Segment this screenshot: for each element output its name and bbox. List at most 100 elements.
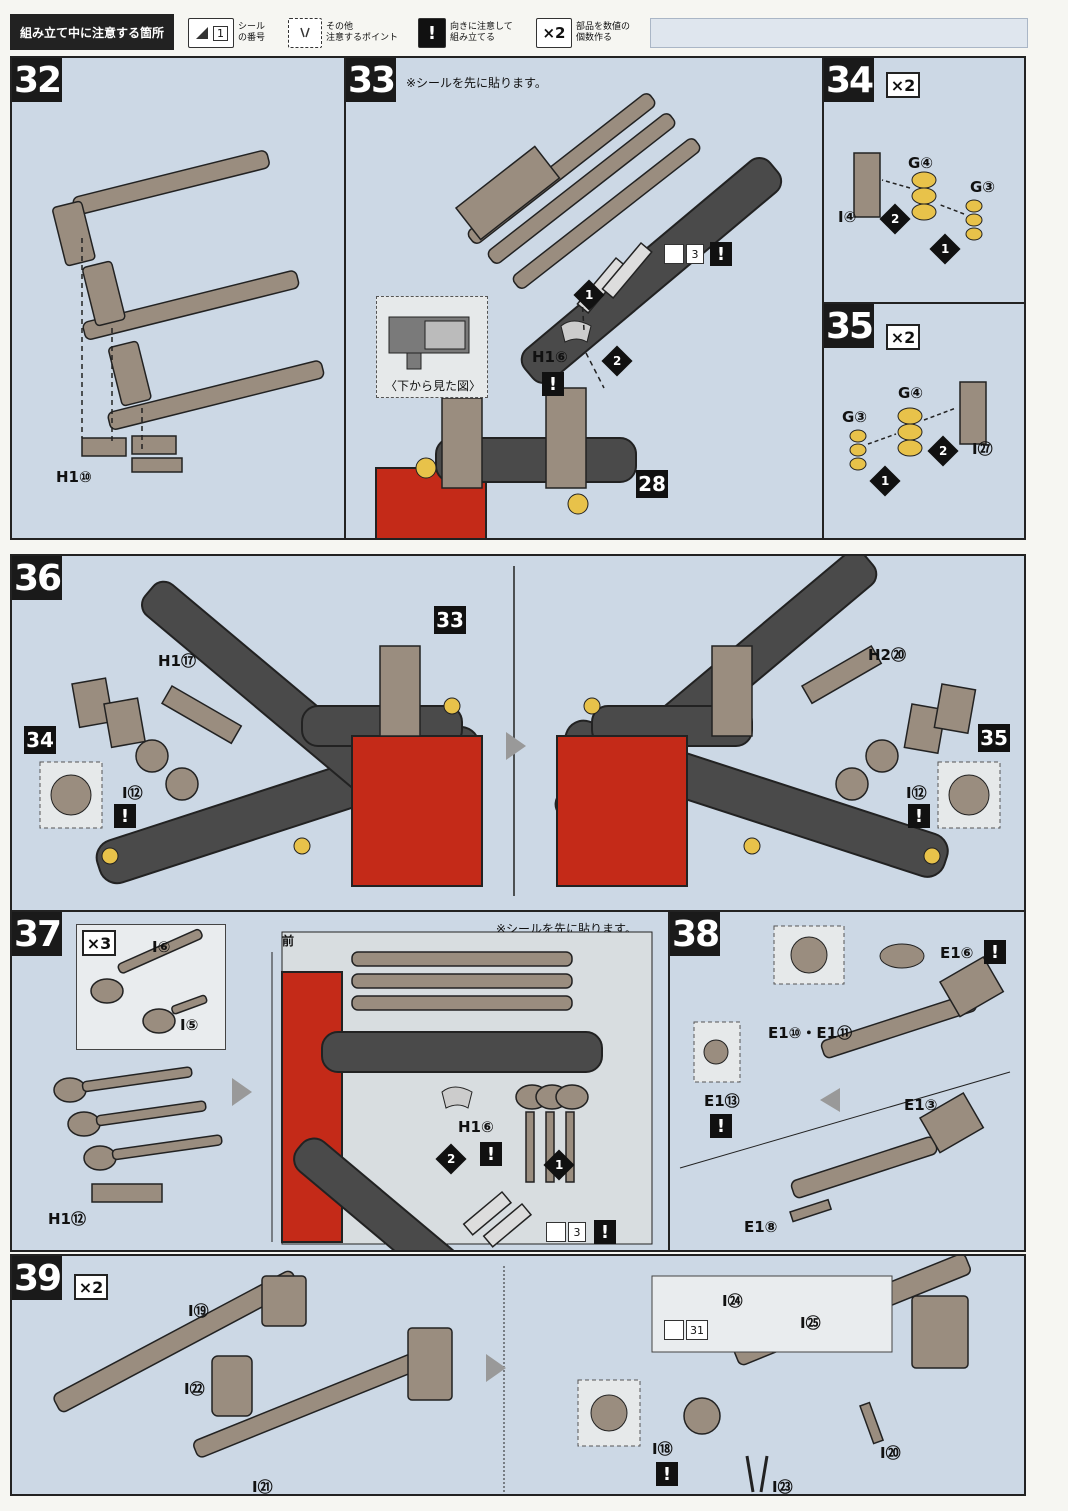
part-label-e1-13: E1⑬ xyxy=(704,1092,740,1110)
legend-text-sticker: シール の番号 xyxy=(238,22,266,43)
part-label-e1-3: E1③ xyxy=(904,1096,938,1114)
step-number: 33 xyxy=(346,58,396,102)
part-label-i24: I㉔ xyxy=(722,1292,743,1310)
part-label-i20: I⑳ xyxy=(880,1444,901,1462)
part-label-i23: I㉓ xyxy=(772,1478,793,1496)
sticker-note: ※シールを先に貼ります。 xyxy=(406,76,547,90)
step-37-panel: 37 ※シールを先に貼ります。 ×3 I⑥ I⑤ xyxy=(10,910,670,1252)
part-label-i12-right: I⑫ xyxy=(906,784,927,802)
step-37-illustration xyxy=(53,931,653,1250)
step-number: 38 xyxy=(670,912,720,956)
sticker-icon xyxy=(664,244,684,264)
next-arrow-icon xyxy=(506,732,526,760)
multiply-count: ×2 xyxy=(886,324,920,350)
part-label-g3: G③ xyxy=(842,408,868,426)
legend-bar: 組み立て中に注意する箇所 1 シール の番号 その他 注意するポイント ! 向き… xyxy=(10,14,1028,52)
exclamation-icon: ! xyxy=(418,18,446,48)
sticker-number: 31 xyxy=(686,1320,708,1340)
step-33-panel: 33 ※シールを先に貼ります。 xyxy=(344,56,824,540)
part-label-i12-left: I⑫ xyxy=(122,784,143,802)
part-label-e1-6: E1⑥ xyxy=(940,944,974,962)
legend-text-caution: その他 注意するポイント xyxy=(326,22,399,43)
part-label-h1-10: H1⑩ xyxy=(56,468,92,486)
orientation-warning-icon: ! xyxy=(594,1220,616,1244)
step-38-panel: 38 E1⑥ ! E1⑩・E1⑪ E1⑬ ! E1③ E1⑧ xyxy=(668,910,1026,1252)
part-label-e1-10-11: E1⑩・E1⑪ xyxy=(768,1024,853,1042)
sticker-ref: 3 xyxy=(546,1222,586,1242)
step-39-panel: 39 ×2 I⑲ I㉒ I㉑ I㉔ I㉕ 31 I⑱ ! I㉓ I⑳ xyxy=(10,1254,1026,1496)
next-arrow-icon xyxy=(232,1078,252,1106)
step-number: 39 xyxy=(12,1256,62,1300)
orientation-warning-icon: ! xyxy=(710,1114,732,1138)
sticker-icon xyxy=(664,1320,684,1340)
part-label-i19: I⑲ xyxy=(188,1302,209,1320)
view-from-below-caption: 〈下から見た図〉 xyxy=(385,379,482,393)
legend-text-exclamation: 向きに注意して 組み立てる xyxy=(450,22,513,43)
bullet-assembly-inset xyxy=(76,924,226,1050)
view-from-below-inset: 〈下から見た図〉 xyxy=(376,296,488,398)
part-label-i27: I㉗ xyxy=(972,440,993,458)
orientation-warning-icon: ! xyxy=(710,242,732,266)
legend-title: 組み立て中に注意する箇所 xyxy=(10,14,174,50)
part-label-i5: I⑤ xyxy=(180,1016,199,1034)
legend-item-sticker: 1 シール の番号 xyxy=(188,16,310,50)
part-label-e1-8: E1⑧ xyxy=(744,1218,778,1236)
sticker-icon xyxy=(546,1222,566,1242)
step-34-illustration xyxy=(853,152,983,241)
multiply-count: ×3 xyxy=(82,930,116,956)
part-label-i25: I㉕ xyxy=(800,1314,821,1332)
orientation-warning-icon: ! xyxy=(984,940,1006,964)
sticker-number: 3 xyxy=(568,1222,586,1242)
step-39-illustration xyxy=(53,1256,971,1493)
step-34-panel: 34 ×2 G④ G③ I④ 2 1 xyxy=(822,56,1026,304)
sticker-icon: 1 xyxy=(188,18,234,48)
part-label-h1-12: H1⑫ xyxy=(48,1210,86,1228)
step-number: 32 xyxy=(12,58,62,102)
step-38-illustration xyxy=(679,925,1011,1223)
orientation-warning-icon: ! xyxy=(114,804,136,828)
multiply-icon: ×2 xyxy=(536,18,572,48)
sticker-number: 3 xyxy=(686,244,704,264)
step-32-panel: 32 H1⑩ xyxy=(10,56,346,540)
step-ref-34: 34 xyxy=(24,726,56,754)
step-ref-33: 33 xyxy=(434,606,466,634)
step-ref-28: 28 xyxy=(636,470,668,498)
part-label-g3: G③ xyxy=(970,178,996,196)
multiply-count: ×2 xyxy=(74,1274,108,1300)
part-label-g4: G④ xyxy=(898,384,924,402)
sticker-ref: 31 xyxy=(664,1320,708,1340)
part-label-h1-6: H1⑥ xyxy=(532,348,568,366)
legend-item-exclamation: ! 向きに注意して 組み立てる xyxy=(418,16,536,50)
legend-text-multiply: 部品を数値の 個数作る xyxy=(576,22,631,43)
front-direction-label: 前 xyxy=(282,934,295,948)
caution-mark-icon xyxy=(288,18,322,48)
step-36-panel: 36 33 34 35 H1⑰ xyxy=(10,554,1026,912)
step-33-illustration xyxy=(375,93,783,538)
step-number: 37 xyxy=(12,912,62,956)
part-label-h1-17: H1⑰ xyxy=(158,652,196,670)
orientation-warning-icon: ! xyxy=(656,1462,678,1486)
part-label-i22: I㉒ xyxy=(184,1380,205,1398)
step-number: 35 xyxy=(824,304,874,348)
legend-tail-bar xyxy=(650,18,1028,48)
orientation-warning-icon: ! xyxy=(908,804,930,828)
step-ref-35: 35 xyxy=(978,724,1010,752)
part-label-i4: I④ xyxy=(838,208,857,226)
part-label-h2-20: H2⑳ xyxy=(868,646,906,664)
multiply-count: ×2 xyxy=(886,72,920,98)
part-label-h1-6: H1⑥ xyxy=(458,1118,494,1136)
step-35-panel: 35 ×2 G④ G③ I㉗ 2 1 xyxy=(822,302,1026,540)
step-36-illustration xyxy=(39,556,1001,896)
next-arrow-icon xyxy=(486,1354,506,1382)
orientation-warning-icon: ! xyxy=(480,1142,502,1166)
part-label-i18: I⑱ xyxy=(652,1440,673,1458)
step-number: 36 xyxy=(12,556,62,600)
legend-item-multiply: ×2 部品を数値の 個数作る xyxy=(536,16,652,50)
step-35-illustration xyxy=(849,381,987,471)
step-32-illustration xyxy=(52,150,325,473)
part-label-i21: I㉑ xyxy=(252,1478,273,1496)
part-label-i6: I⑥ xyxy=(152,938,171,956)
sticker-ref: 3 xyxy=(664,244,704,264)
part-label-g4: G④ xyxy=(908,154,934,172)
step-number: 34 xyxy=(824,58,874,102)
